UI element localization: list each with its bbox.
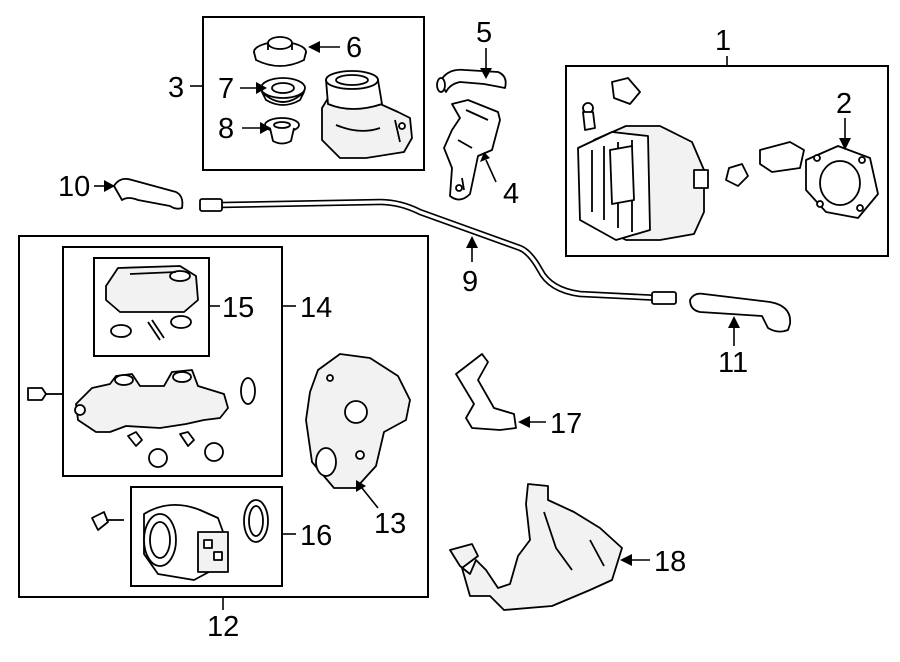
booster-gasket-part bbox=[805, 145, 879, 219]
callout-9: 9 bbox=[462, 266, 478, 298]
callout-16: 16 bbox=[300, 520, 332, 552]
leader-lines bbox=[94, 41, 851, 610]
support-bracket-part bbox=[449, 483, 623, 611]
callout-10: 10 bbox=[58, 171, 90, 203]
callout-1: 1 bbox=[715, 25, 731, 57]
stroke-simulator-part bbox=[91, 499, 269, 581]
stroke-simulator-box bbox=[130, 486, 283, 587]
reservoir-kit-box bbox=[93, 257, 210, 357]
callout-13: 13 bbox=[374, 508, 406, 540]
reservoir-group-box bbox=[202, 16, 425, 171]
filter-part bbox=[264, 117, 300, 145]
master-cylinder-subgroup-box bbox=[62, 246, 283, 477]
hose-5-part bbox=[439, 68, 507, 93]
callout-18: 18 bbox=[654, 546, 686, 578]
callout-7: 7 bbox=[218, 73, 234, 105]
callout-11: 11 bbox=[718, 347, 748, 379]
master-cylinder-part bbox=[27, 369, 256, 468]
reservoir-cap-part bbox=[253, 36, 307, 67]
bracket-17-part bbox=[455, 353, 517, 431]
callout-14: 14 bbox=[300, 292, 332, 324]
hose-5-end bbox=[436, 77, 446, 93]
callout-8: 8 bbox=[218, 113, 234, 145]
hose-10-part bbox=[113, 177, 184, 210]
callout-12: 12 bbox=[207, 611, 239, 643]
reservoir-kit-part bbox=[105, 265, 199, 341]
callout-5: 5 bbox=[476, 17, 492, 49]
reservoir-tank-part bbox=[321, 70, 413, 159]
callout-2: 2 bbox=[836, 88, 852, 120]
cap-seal-part bbox=[260, 77, 306, 106]
callout-15: 15 bbox=[222, 292, 254, 324]
callout-3: 3 bbox=[168, 72, 184, 104]
bracket-4-part bbox=[443, 99, 501, 201]
hose-11-part bbox=[689, 292, 792, 333]
callout-17: 17 bbox=[550, 408, 582, 440]
brake-booster-part bbox=[577, 77, 805, 241]
callout-6: 6 bbox=[346, 32, 362, 64]
callout-4: 4 bbox=[503, 178, 519, 210]
